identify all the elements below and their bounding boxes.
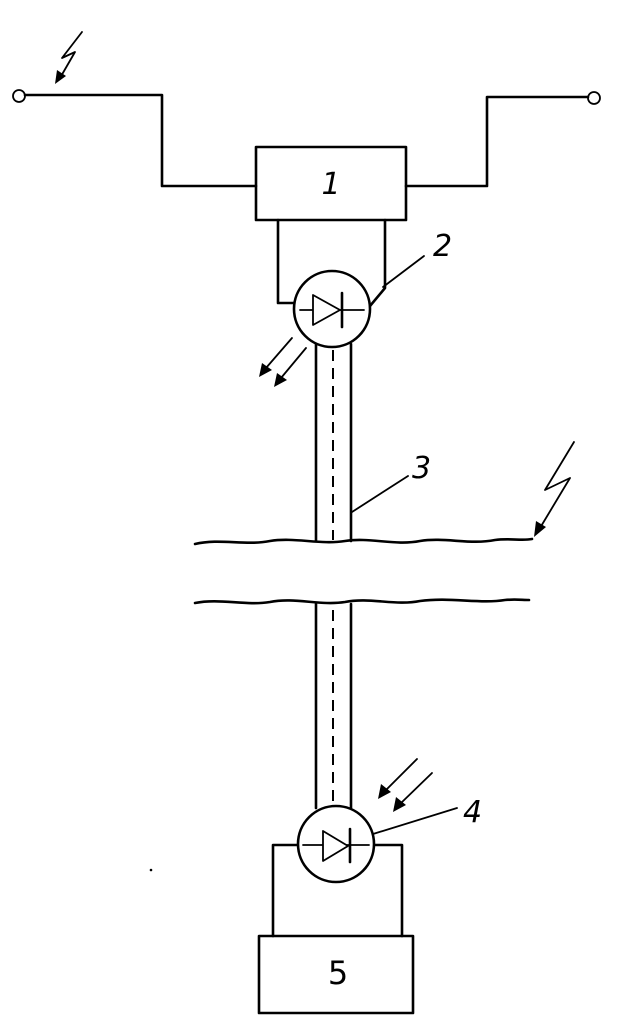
output-wire — [404, 95, 590, 188]
emitter-housing-right — [368, 218, 387, 308]
emitted-light-arrows — [259, 337, 307, 387]
input-terminal — [12, 89, 26, 103]
diode-symbol-icon — [302, 827, 370, 864]
fiber-3-lower — [314, 602, 353, 810]
break-line-lower — [193, 598, 531, 605]
block-1-label: 1 — [321, 167, 340, 202]
output-terminal — [587, 91, 601, 105]
detector-4: 4 — [271, 795, 482, 938]
block-1: 1 — [254, 145, 408, 222]
detector-label: 4 — [463, 795, 482, 830]
fiber-leader-line — [351, 475, 409, 513]
block-5-label: 5 — [328, 954, 348, 992]
stray-dot — [149, 868, 153, 872]
interference-arrow-fiber — [534, 441, 575, 537]
input-lead — [12, 89, 258, 188]
detector-leader-line — [372, 807, 458, 835]
emitter-leader-line — [382, 255, 425, 288]
emitter-2: 2 — [276, 218, 452, 349]
emitter-label: 2 — [433, 229, 452, 264]
block-5: 5 — [257, 934, 415, 1015]
break-line-upper — [193, 537, 534, 546]
emitter-housing-left — [276, 218, 298, 305]
detector-housing-left — [271, 843, 302, 938]
block-1-box — [254, 145, 408, 222]
incident-light-arrows — [378, 758, 433, 812]
fiber-label: 3 — [412, 451, 431, 486]
block-5-box — [257, 934, 415, 1015]
interference-arrow-input — [55, 31, 83, 84]
detector-housing-right — [364, 843, 404, 938]
input-wire — [23, 93, 258, 188]
fiber-3-upper — [314, 342, 353, 543]
diode-symbol-icon — [299, 291, 365, 329]
output-lead — [404, 91, 601, 188]
